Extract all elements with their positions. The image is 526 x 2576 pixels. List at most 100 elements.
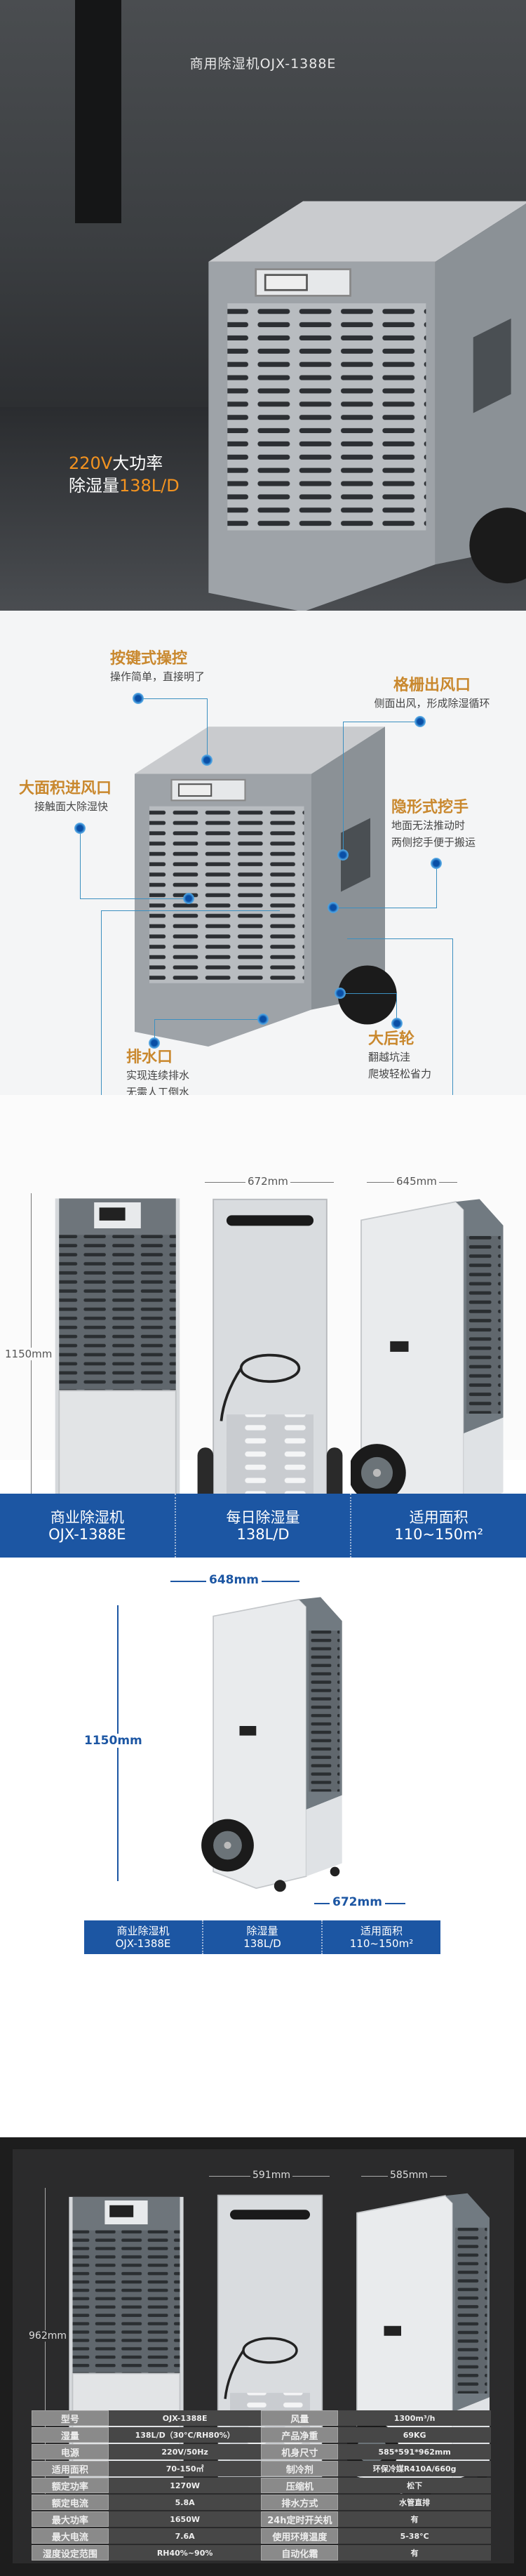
hotspot-dot [183, 893, 194, 904]
spec-key: 型号 [32, 2410, 109, 2426]
hotspot-dot [149, 1037, 160, 1049]
hotspot-dot [328, 902, 339, 913]
spec-value: 5.8A [108, 2495, 262, 2510]
spec-key: 产品净重 [261, 2427, 339, 2443]
hotspot-dot [391, 1018, 403, 1029]
spec-key: 压缩机 [261, 2478, 339, 2493]
height-label: 1150mm [81, 1734, 145, 1748]
feature-title: 按键式操控 [110, 650, 188, 668]
feature-title: 排水口 [126, 1049, 173, 1066]
hero-capacity-line: 除湿量138L/D [69, 472, 180, 496]
spec-key: 自动化霜 [261, 2545, 339, 2561]
spec-key: 最大功率 [32, 2511, 109, 2527]
connector-line [80, 828, 81, 898]
spec-value: RH40%~90% [108, 2545, 262, 2561]
feature-title: 大面积进风口 [19, 780, 112, 797]
connector-line [347, 938, 452, 939]
band-label: 适用面积 [360, 1925, 403, 1937]
band-label: 除湿量 [246, 1925, 278, 1937]
spec-key: 电源 [32, 2444, 109, 2459]
hotspot-dot [431, 858, 442, 869]
width-label: 672mm [245, 1175, 290, 1188]
spec-value: 1300m³/h [338, 2410, 491, 2426]
spec-value: 5-38°C [338, 2528, 491, 2544]
hero-power-value: 220V [69, 453, 113, 473]
spec-key: 额定电流 [32, 2495, 109, 2510]
height-label: 1150mm [3, 1348, 55, 1360]
hotspot-dot [201, 755, 213, 766]
spec-key: 排水方式 [261, 2495, 339, 2510]
spec-value: 环保冷媒R410A/660g [338, 2461, 491, 2476]
spec-value: 水管直排 [338, 2495, 491, 2510]
feature-desc: 接触面大除湿快 [34, 800, 109, 813]
depth-label: 672mm [330, 1895, 385, 1909]
spec-value: 585*591*962mm [338, 2444, 491, 2459]
feature-button-control: 按键式操控 操作简单，直接明了 [110, 646, 205, 685]
feature-desc: 操作简单，直接明了 [110, 670, 205, 683]
band-value: 138L/D [236, 1525, 290, 1543]
connector-line [101, 910, 280, 911]
spec-key: 湿量 [32, 2427, 109, 2443]
dehumidifier-feature-image [133, 726, 398, 1048]
connector-line [436, 863, 437, 908]
feature-large-wheels: 大后轮 翻越坑洼 爬坡轻松省力 [368, 1026, 431, 1082]
spec-key: 24h定时开关机 [261, 2511, 339, 2527]
connector-line [154, 1019, 263, 1020]
spec-key: 机身尺寸 [261, 2444, 339, 2459]
hotspot-dot [133, 693, 144, 704]
width-label: 648mm [206, 1573, 262, 1587]
spec-key: 湿度设定范围 [32, 2545, 109, 2561]
decor-black-strip [75, 0, 121, 223]
band-value: OJX-1388E [48, 1525, 126, 1543]
hero-capacity-value: 138L/D [119, 476, 180, 496]
spec-value: 69KG [338, 2427, 491, 2443]
hotspot-dot [335, 988, 346, 999]
back-view-image [196, 1197, 344, 1526]
band-value: 110~150m² [394, 1525, 483, 1543]
band-label: 商业除湿机 [50, 1508, 124, 1526]
hotspot-dot [74, 823, 86, 834]
hero-power-label: 大功率 [112, 453, 163, 473]
connector-line [101, 910, 102, 1095]
hero-power-line: 220V大功率 [69, 449, 163, 474]
spec-key: 适用面积 [32, 2461, 109, 2476]
spec-value: 有 [338, 2511, 491, 2527]
front-view-image [54, 1197, 181, 1519]
connector-line [154, 1019, 155, 1044]
depth-label: 645mm [394, 1175, 439, 1188]
connector-line [452, 938, 453, 1095]
spec-value: OJX-1388E [108, 2410, 262, 2426]
spec-value: 1270W [108, 2478, 262, 2493]
feature-title: 格栅出风口 [393, 677, 471, 694]
hotspot-dot [414, 716, 426, 727]
band-value: 110~150m² [349, 1937, 414, 1950]
width-label: 591mm [250, 2170, 292, 2181]
band-value: OJX-1388E [115, 1937, 171, 1950]
feature-desc: 实现连续排水 [126, 1069, 190, 1082]
side-view-image [351, 1198, 504, 1525]
feature-desc: 两侧挖手便于搬运 [391, 836, 476, 849]
spec-key: 风量 [261, 2410, 339, 2426]
band-label: 每日除湿量 [226, 1508, 300, 1526]
connector-line [343, 722, 344, 855]
product-side-image [200, 1595, 344, 1893]
hero-capacity-label: 除湿量 [69, 476, 119, 496]
height-label: 962mm [27, 2330, 69, 2342]
spec-value: 70-150㎡ [108, 2461, 262, 2476]
features-section: 按键式操控 操作简单，直接明了 格栅出风口 侧面出风，形成除湿循环 大面积进风口… [0, 611, 526, 1098]
hero-title: 商用除湿机OJX-1388E [189, 56, 337, 72]
depth-label: 585mm [388, 2170, 430, 2181]
hotspot-dot [337, 849, 349, 861]
connector-line [396, 993, 397, 1021]
spec-key: 使用环境温度 [261, 2528, 339, 2544]
